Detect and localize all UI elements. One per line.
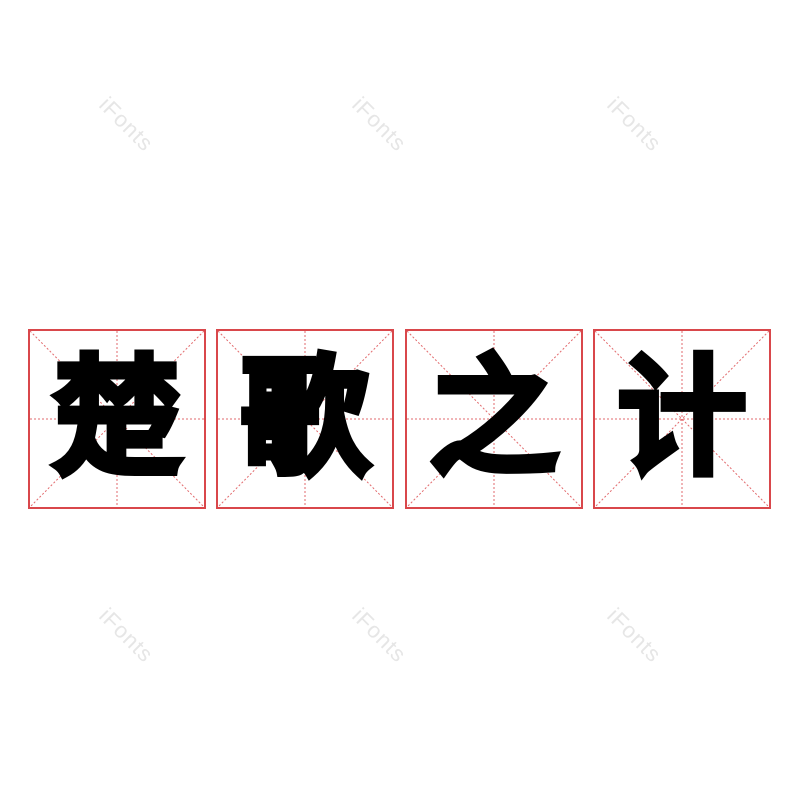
watermark-ifonts-2: iFonts [347,92,412,157]
character-zhi: 之 [427,344,561,493]
character-ge: 歌 [238,344,372,493]
character-box-4: 计 [593,329,771,509]
watermark-ifonts-1: iFonts [94,92,159,157]
grid-guides-icon [407,331,581,507]
grid-guides-icon [595,331,769,507]
character-box-2: 歌 [216,329,394,509]
watermark-ifonts-4: iFonts [94,603,159,668]
grid-guides-icon [30,331,204,507]
character-ji: 计 [615,344,749,493]
character-chu: 楚 [50,344,184,493]
character-box-1: 楚 [28,329,206,509]
watermark-ifonts-5: iFonts [347,603,412,668]
watermark-ifonts-6: iFonts [602,603,667,668]
watermark-ifonts-3: iFonts [602,92,667,157]
character-box-3: 之 [405,329,583,509]
grid-guides-icon [218,331,392,507]
